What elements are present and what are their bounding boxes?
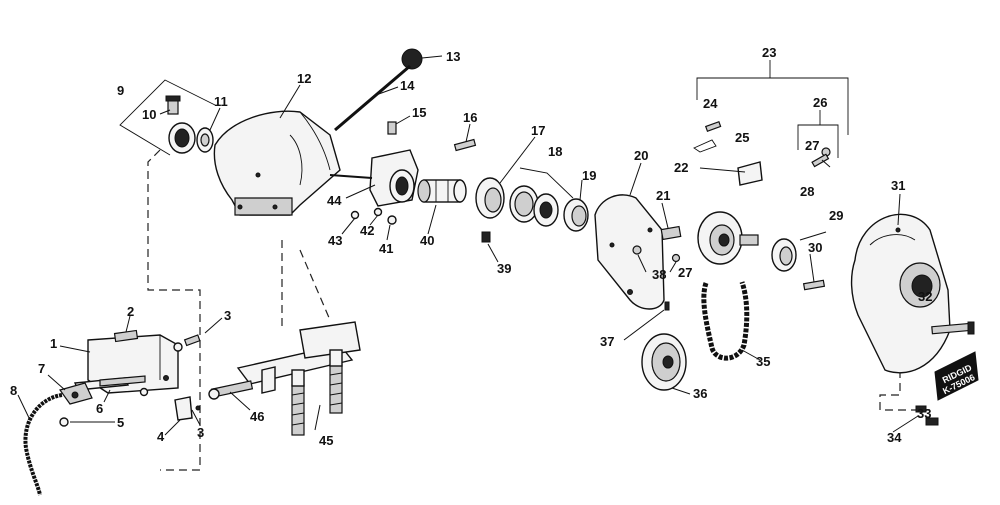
group-brackets <box>119 60 849 199</box>
callout-4: 4 <box>157 429 165 444</box>
callout-28: 28 <box>800 184 814 199</box>
part-38-nut <box>632 245 642 255</box>
part-46-bolt <box>208 380 254 400</box>
callout-7: 7 <box>38 361 45 376</box>
part-19-collar <box>563 198 589 232</box>
part-16-bolt <box>453 138 477 152</box>
callout-8: 8 <box>10 383 17 398</box>
callout-12: 12 <box>297 71 311 86</box>
part-9-fitting <box>168 122 196 154</box>
callout-38: 38 <box>652 267 666 282</box>
callout-6: 6 <box>96 401 103 416</box>
callout-1: 1 <box>50 336 57 351</box>
part-40-sleeve <box>417 179 467 203</box>
callout-2: 2 <box>127 304 134 319</box>
part-20-guard-plate <box>594 194 665 310</box>
part-37-pin <box>664 301 670 311</box>
part-12-motor-housing <box>213 110 341 216</box>
part-14-shift-rod <box>334 64 411 132</box>
callout-44: 44 <box>327 193 342 208</box>
part-7-switch-handle <box>59 382 93 405</box>
callout-37: 37 <box>600 334 614 349</box>
callout-16: 16 <box>463 110 477 125</box>
part-29-collar <box>771 238 797 272</box>
part-44-gear-housing <box>329 149 419 207</box>
part-11-bearing <box>196 127 214 153</box>
callout-24: 24 <box>703 96 718 111</box>
parts-41-42-43-fasteners <box>350 207 397 225</box>
callout-13: 13 <box>446 49 460 64</box>
callout-26: 26 <box>813 95 827 110</box>
callout-11: 11 <box>214 94 228 109</box>
callout-21: 21 <box>656 188 670 203</box>
callout-27-top: 27 <box>805 138 819 153</box>
callout-41: 41 <box>379 241 393 256</box>
callout-23: 23 <box>762 45 776 60</box>
part-30-screw <box>802 279 826 291</box>
callout-18: 18 <box>548 144 562 159</box>
part-27-fastener-left <box>671 253 681 263</box>
part-21-shaft-key <box>660 225 682 241</box>
part-3-screw-top <box>173 334 201 352</box>
part-18-bearing-set <box>509 185 559 227</box>
part-10-plug <box>165 95 181 115</box>
callout-3-bottom: 3 <box>197 425 204 440</box>
callout-29: 29 <box>829 208 843 223</box>
callout-46: 46 <box>250 409 264 424</box>
callout-25: 25 <box>735 130 749 145</box>
callout-17: 17 <box>531 123 545 138</box>
callout-32: 32 <box>918 289 932 304</box>
callout-36: 36 <box>693 386 707 401</box>
part-36-driven-pulley <box>641 333 687 391</box>
callout-31: 31 <box>891 178 905 193</box>
part-5-nut <box>59 387 149 427</box>
callout-19: 19 <box>582 168 596 183</box>
callout-22: 22 <box>674 160 688 175</box>
callouts: 1 2 3 3 4 5 6 7 8 9 10 11 12 13 14 15 16… <box>10 45 932 448</box>
part-25-spring <box>693 139 717 153</box>
callout-10: 10 <box>142 107 156 122</box>
part-35-belt <box>701 281 750 361</box>
part-2-switch-pin <box>113 329 139 343</box>
part-28-screw <box>811 153 830 168</box>
callout-42: 42 <box>360 223 374 238</box>
callout-14: 14 <box>400 78 415 93</box>
part-17-hub <box>475 177 505 219</box>
motor-pulley <box>697 211 759 265</box>
callout-40: 40 <box>420 233 434 248</box>
leader-lines <box>17 55 919 436</box>
part-33-nameplate: RIDGID K-75006 <box>934 351 979 401</box>
callout-45: 45 <box>319 433 333 448</box>
part-13-knob <box>401 48 423 70</box>
callout-30: 30 <box>808 240 822 255</box>
part-39-setscrew <box>481 231 491 243</box>
part-32-bolt <box>931 321 975 335</box>
part-45-stand-frame <box>236 321 361 436</box>
callout-33: 33 <box>917 406 931 421</box>
part-4-bracket <box>174 396 201 421</box>
callout-43: 43 <box>328 233 342 248</box>
callout-27-mid: 27 <box>678 265 692 280</box>
callout-9: 9 <box>117 83 124 98</box>
callout-34: 34 <box>887 430 902 445</box>
callout-20: 20 <box>634 148 648 163</box>
part-15-screw <box>387 121 397 135</box>
callout-5: 5 <box>117 415 124 430</box>
part-6-lever <box>73 375 146 391</box>
callout-35: 35 <box>756 354 770 369</box>
part-24-pin <box>704 120 722 132</box>
part-8-cable <box>23 393 63 496</box>
callout-15: 15 <box>412 105 426 120</box>
part-31-guard-cover <box>850 213 951 374</box>
callout-3-top: 3 <box>224 308 231 323</box>
part-34-screws <box>915 405 939 426</box>
callout-39: 39 <box>497 261 511 276</box>
part-22-clip <box>737 161 763 186</box>
